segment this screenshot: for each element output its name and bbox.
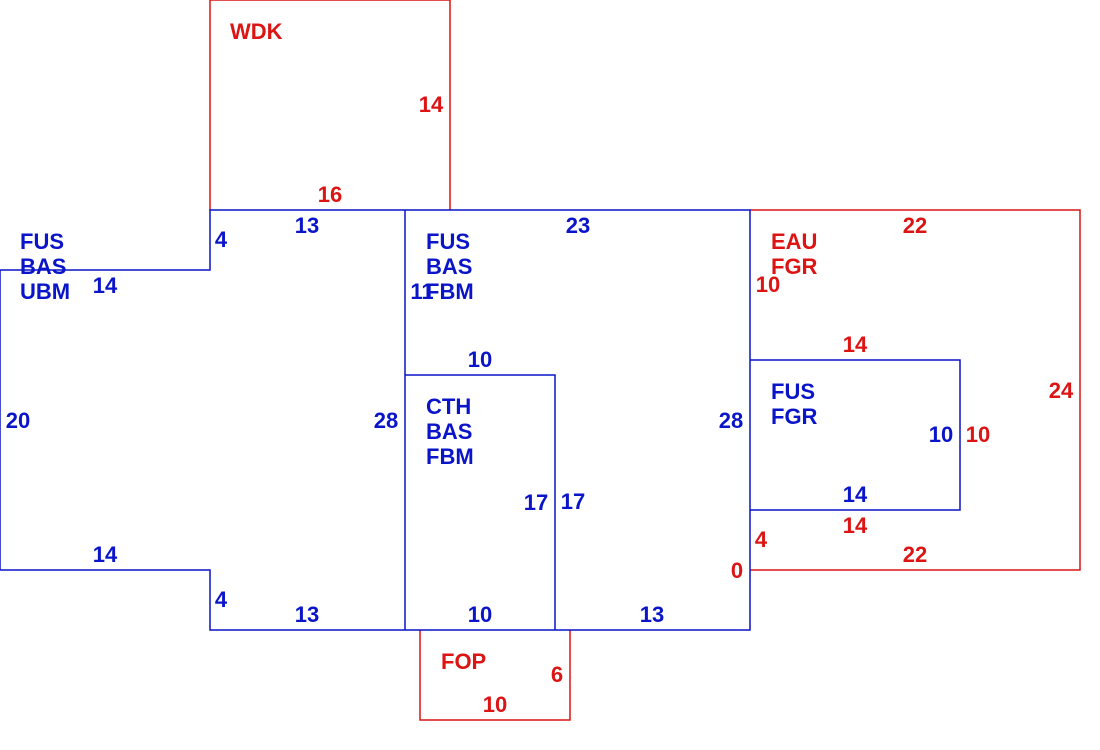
area-label-fus-center-3: FBM: [426, 279, 474, 304]
dim-center-top: 23: [566, 213, 590, 238]
fus-right-outline: [750, 359, 961, 511]
dim-eau-top: 22: [903, 213, 927, 238]
dim-fop-side: 6: [551, 662, 563, 687]
dim-fus-right-side: 10: [929, 422, 953, 447]
dim-fus-right-outer-bottom: 14: [843, 513, 868, 538]
dim-left-upper-run: 14: [93, 273, 118, 298]
dim-cth-right-inner: 17: [524, 490, 548, 515]
area-label-fus-right-2: FGR: [771, 404, 818, 429]
dim-eau-right: 24: [1049, 378, 1074, 403]
dim-center-inner-left: 11: [410, 279, 433, 304]
dim-fop-bottom: 10: [483, 692, 507, 717]
area-label-fus-right-1: FUS: [771, 379, 815, 404]
dim-left-top-inner: 13: [295, 213, 319, 238]
dim-wdk-bottom: 16: [318, 182, 342, 207]
wdk-outline: [209, 0, 451, 210]
dim-left-step-bottom: 4: [215, 587, 228, 612]
dim-left-lower-run: 14: [93, 542, 118, 567]
dim-cth-top: 10: [468, 347, 492, 372]
cth-outline: [405, 374, 556, 630]
area-label-fus-left-3: UBM: [20, 279, 70, 304]
dim-fus-right-outer-side: 10: [966, 422, 990, 447]
area-label-eau-2: FGR: [771, 254, 818, 279]
dim-right-bottom: 13: [640, 602, 664, 627]
area-label-cth-2: BAS: [426, 419, 472, 444]
dim-left-step-top: 4: [215, 227, 228, 252]
dim-right-side: 28: [719, 408, 743, 433]
dim-fus-right-bottom: 14: [843, 482, 868, 507]
dim-left-side: 20: [6, 408, 30, 433]
eau-outline: [750, 209, 1081, 571]
dim-divider: 28: [374, 408, 398, 433]
area-label-fus-left-2: BAS: [20, 254, 66, 279]
dim-wdk-right: 14: [419, 92, 444, 117]
area-label-cth-3: FBM: [426, 444, 474, 469]
area-label-fop: FOP: [441, 649, 486, 674]
area-label-cth-1: CTH: [426, 394, 471, 419]
main-building-outline: [0, 209, 751, 631]
dim-eau-zero: 0: [731, 558, 743, 583]
area-label-fus-center-2: BAS: [426, 254, 472, 279]
dim-fus-right-top: 14: [843, 332, 868, 357]
fop-outline: [419, 630, 571, 721]
dim-cth-bottom: 10: [468, 602, 492, 627]
dim-eau-lower-step: 4: [755, 527, 768, 552]
dim-eau-left: 10: [756, 272, 780, 297]
area-label-wdk: WDK: [230, 19, 283, 44]
area-label-fus-center-1: FUS: [426, 229, 470, 254]
dim-left-bottom: 13: [295, 602, 319, 627]
dim-eau-bottom: 22: [903, 542, 927, 567]
dim-cth-right-outer: 17: [561, 489, 585, 514]
area-label-fus-left-1: FUS: [20, 229, 64, 254]
area-label-eau-1: EAU: [771, 229, 817, 254]
